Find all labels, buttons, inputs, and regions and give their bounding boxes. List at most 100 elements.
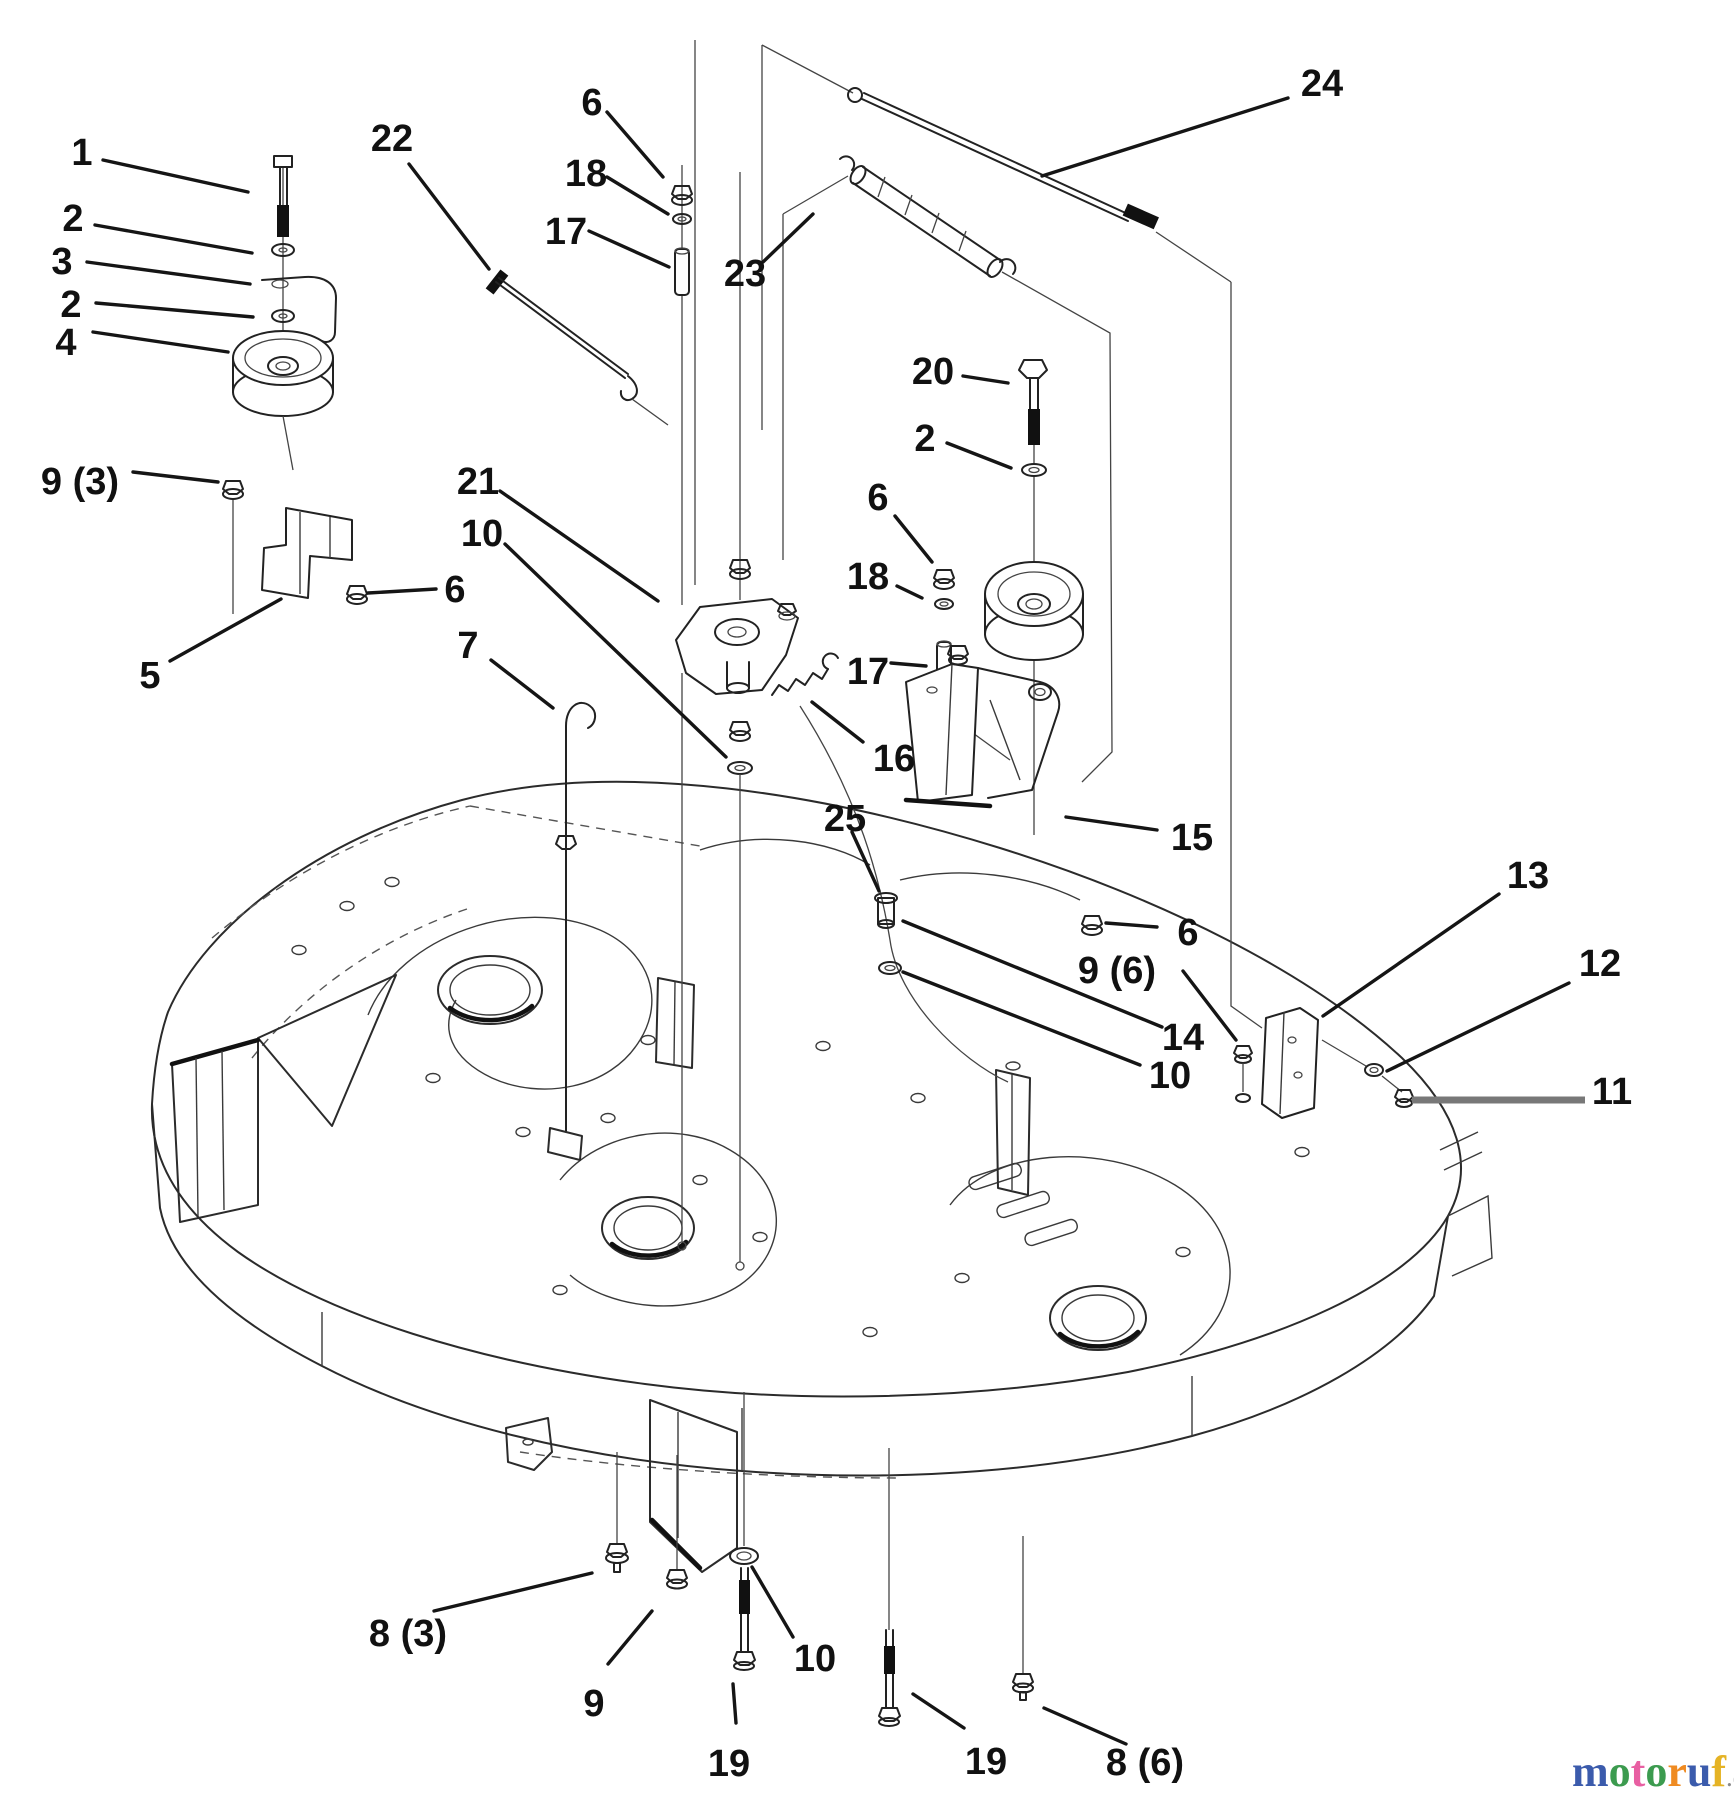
center-idler-group: [485, 40, 854, 1271]
arm-axis-end-2: [735, 1261, 745, 1271]
idler-pulley-item-4: [232, 330, 334, 417]
hidden-edge-2: [469, 805, 701, 847]
callout-c20: 20: [912, 351, 954, 393]
boundary-line-spring23: [1001, 271, 1113, 783]
flange-nut-item-9-left: [222, 480, 244, 614]
boundary-line-b2: [761, 44, 854, 94]
spring-item-23: [839, 155, 1017, 278]
bushing-item-25: [874, 892, 898, 929]
callout-c18T: 18: [565, 153, 607, 195]
leader-c6LR: [1104, 921, 1159, 929]
leader-c3: [85, 260, 252, 286]
belt-slots: [968, 1162, 1078, 1247]
idler-arm-item-21: [675, 598, 799, 695]
leader-c21: [498, 489, 660, 603]
hook-rod-item-7: [547, 701, 596, 1161]
callout-c8_6: 8 (6): [1106, 1742, 1184, 1784]
leader-c9_3: [131, 470, 220, 484]
callout-c10m: 10: [461, 513, 503, 555]
leader-c8_3: [432, 1571, 594, 1613]
callout-c2R: 2: [914, 418, 935, 460]
link-rod-item-14: [799, 705, 1009, 1083]
leader-c4: [91, 330, 230, 354]
deck-top-rim: [150, 780, 1462, 1398]
callout-c9_3: 9 (3): [41, 461, 119, 503]
leader-c24: [1040, 96, 1290, 178]
callout-c10R: 10: [1149, 1055, 1191, 1097]
callout-c2b: 2: [60, 284, 81, 326]
nut-item-11: [1394, 1089, 1414, 1108]
leader-c6R: [893, 514, 934, 564]
bracket-item-13: [1261, 1007, 1319, 1119]
spindle-ring-right: [1049, 1285, 1147, 1351]
boundary-line-rod24: [1230, 282, 1263, 1029]
callout-c9_6: 9 (6): [1078, 950, 1156, 992]
spacer-bracket-item-3: [261, 275, 337, 343]
callout-c12: 12: [1579, 943, 1621, 985]
reinforcement-curve-3: [559, 1132, 777, 1307]
right-rear-mounting-post: [995, 1061, 1031, 1196]
spacer-item-17-top: [674, 247, 690, 296]
leader-c19a: [731, 1682, 738, 1725]
callout-c17R: 17: [847, 651, 889, 693]
reinforcement-curve-6: [899, 872, 1081, 901]
front-right-baffle: [649, 1399, 738, 1573]
callout-c5: 5: [139, 655, 160, 697]
leader-c20: [961, 374, 1010, 385]
front-middle-bracket-hole: [522, 1438, 534, 1446]
bolt-item-20: [1018, 359, 1048, 445]
flange-nut-item-6-right: [933, 569, 955, 590]
callout-c8_3: 8 (3): [369, 1613, 447, 1655]
front-middle-bracket: [505, 1417, 553, 1471]
washer-item-2-right: [1021, 463, 1047, 477]
nut-item-9-bottom: [666, 1569, 688, 1590]
callout-c18R: 18: [847, 556, 889, 598]
callout-c6L: 6: [444, 569, 465, 611]
left-group-link-line: [282, 415, 294, 471]
flange-bolt-item-9-right: [1233, 1045, 1253, 1103]
leader-c9_6: [1181, 969, 1238, 1042]
callout-c15: 15: [1171, 817, 1213, 859]
leader-c17T: [587, 229, 671, 269]
deck-bolt-holes: [291, 876, 1310, 1338]
callout-c9b: 9: [583, 1683, 604, 1725]
washer-item-2-upper: [271, 243, 295, 257]
callout-c11: 11: [1592, 1071, 1632, 1113]
leader-c10b: [750, 1565, 795, 1639]
leader-c5: [168, 597, 283, 663]
spring-item-16: [771, 652, 839, 696]
flange-bolt-item-8-right: [1012, 1673, 1034, 1701]
callout-c14: 14: [1162, 1017, 1204, 1059]
nut-item-18-top: [672, 213, 692, 225]
right-idler-group: [799, 87, 1414, 1119]
nut-item-18-right: [934, 598, 954, 610]
washer-item-2-lower: [271, 309, 295, 323]
callout-c17T: 17: [545, 211, 587, 253]
flange-nut-above-arm: [729, 559, 751, 580]
leader-c2a: [93, 223, 254, 255]
leader-c8_6: [1042, 1706, 1128, 1746]
leader-c18T: [605, 175, 670, 216]
callout-c19b: 19: [965, 1741, 1007, 1783]
bolt-item-19-left: [733, 1567, 756, 1671]
callout-c23: 23: [724, 253, 766, 295]
leader-c6L: [366, 587, 438, 595]
idler-pulley-right: [984, 561, 1084, 661]
bolt-item-1: [273, 155, 293, 237]
leader-c9b: [606, 1609, 654, 1666]
leader-c6T: [605, 110, 665, 179]
front-left-bracket: [169, 974, 397, 1223]
callout-c16: 16: [873, 738, 915, 780]
right-edge-line-2: [1443, 1151, 1483, 1171]
bracket-item-15: [903, 645, 1061, 809]
flange-nut-below-arm: [729, 721, 751, 742]
callout-c6T: 6: [581, 82, 602, 124]
callout-c7: 7: [457, 625, 478, 667]
deck-front-skirt: [151, 1103, 1449, 1477]
leader-c12: [1385, 981, 1571, 1073]
flange-nut-item-10-bottom: [729, 1547, 759, 1565]
washer-item-10-right: [878, 961, 902, 975]
callout-c22: 22: [371, 118, 413, 160]
